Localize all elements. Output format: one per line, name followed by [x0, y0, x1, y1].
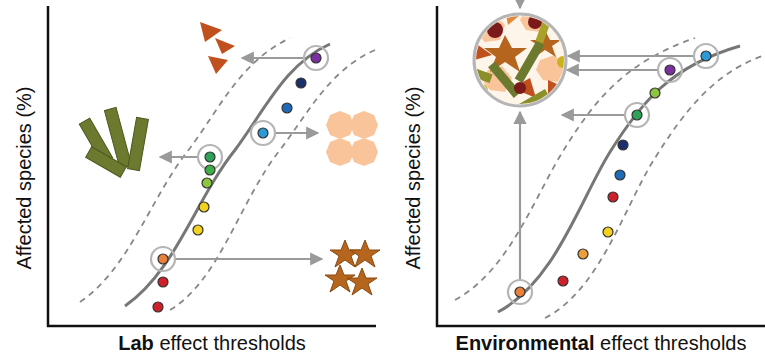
axis-title: Environmentaleffect thresholds [456, 332, 747, 354]
axis-title-bold: Environmental [456, 332, 595, 354]
star-chemicals [325, 240, 380, 295]
axis-title-rest: effect thresholds [600, 332, 746, 354]
highlight-rings [151, 44, 718, 304]
leader-arrows-left [160, 58, 322, 259]
chemical-mixture [456, 8, 569, 112]
left-curves [80, 38, 375, 310]
axis-title: Affected species (%) [402, 86, 424, 269]
species-dots-left [153, 53, 321, 312]
axes [48, 6, 765, 326]
axis-title-bold: Lab [118, 332, 154, 354]
axis-title: Affected species (%) [13, 86, 35, 269]
octagon-chemicals [326, 111, 378, 166]
axis-title: Labeffect thresholds [118, 332, 306, 354]
triangle-chemicals [200, 22, 235, 74]
right-curves [455, 38, 765, 318]
axis-title-rest: effect thresholds [159, 332, 305, 354]
leader-arrows-right [520, 2, 694, 280]
rod-chemicals [79, 107, 148, 177]
